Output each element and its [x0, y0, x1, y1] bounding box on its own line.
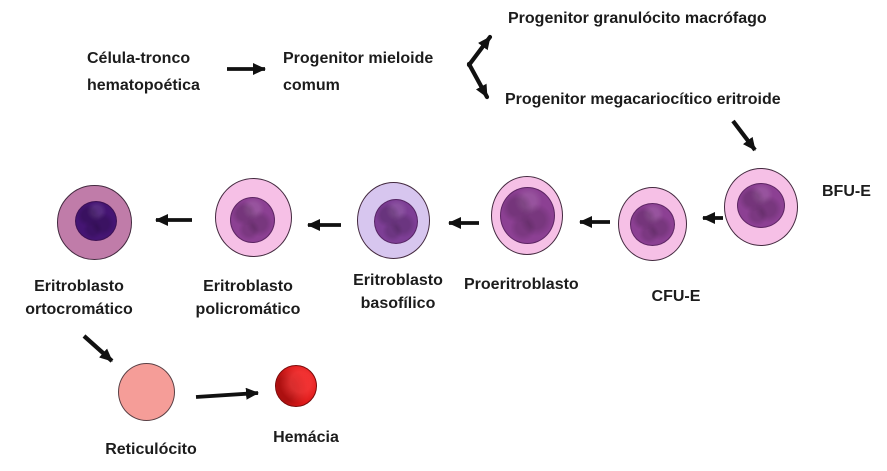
basophilic-erythroblast-nucleus: [373, 199, 418, 244]
myeloid-progenitor-label: Progenitor mieloide comum: [283, 45, 433, 99]
proerythroblast-cell: [491, 176, 563, 255]
arrow-myeloid-to-megakaryocyte: [466, 61, 490, 100]
proerythroblast-label: Proeritroblasto: [464, 276, 579, 293]
reticulocyte-label: Reticulócito: [105, 441, 197, 458]
orthochromatic-erythroblast-nucleus: [74, 200, 117, 241]
orthochromatic-erythroblast-cell: [57, 185, 132, 260]
arrow-myeloid-to-granulocyte: [466, 34, 493, 68]
polychromatic-erythroblast-label: Eritroblasto policromático: [185, 275, 311, 321]
cfu-e-label: CFU-E: [651, 288, 701, 305]
megakaryocyte-erythroid-progenitor-label: Progenitor megacariocítico eritroide: [505, 91, 781, 108]
red-blood-cell-label: Hemácia: [273, 429, 339, 446]
stem-cell-label-line1: Célula-tronco: [87, 50, 191, 67]
arrow-orthochromatic-to-reticulocyte: [82, 334, 114, 363]
basophilic-erythroblast-label: Eritroblasto basofílico: [344, 269, 452, 315]
polychromatic-erythroblast-cell: [215, 178, 292, 257]
orthochromatic-erythroblast-label-line2: ortocromático: [25, 301, 133, 318]
polychromatic-erythroblast-label-line1: Eritroblasto: [203, 278, 293, 295]
polychromatic-erythroblast-label-line2: policromático: [195, 301, 301, 318]
reticulocyte-cell: [118, 363, 175, 421]
basophilic-erythroblast-label-line2: basofílico: [360, 295, 436, 312]
red-blood-cell: [275, 365, 317, 407]
cfu-e-nucleus: [630, 202, 675, 246]
stem-cell-label: Célula-tronco hematopoética: [87, 45, 200, 99]
stem-cell-label-line2: hematopoética: [87, 77, 200, 94]
orthochromatic-erythroblast-label-line1: Eritroblasto: [34, 278, 124, 295]
cfu-e-cell: [618, 187, 687, 261]
orthochromatic-erythroblast-label: Eritroblasto ortocromático: [12, 275, 146, 321]
bfu-e-cell: [724, 168, 798, 246]
bfu-e-label: BFU-E: [822, 183, 871, 200]
arrow-reticulocyte-to-rbc: [195, 387, 259, 400]
polychromatic-erythroblast-nucleus: [230, 196, 275, 243]
basophilic-erythroblast-cell: [357, 182, 430, 259]
granulocyte-macrophage-progenitor-label: Progenitor granulócito macrófago: [508, 10, 767, 27]
bfu-e-nucleus: [737, 182, 785, 228]
arrow-megakaryocyte-to-bfue: [731, 119, 757, 152]
myeloid-progenitor-label-line2: comum: [283, 77, 340, 94]
proerythroblast-nucleus: [499, 187, 555, 244]
basophilic-erythroblast-label-line1: Eritroblasto: [353, 272, 443, 289]
myeloid-progenitor-label-line1: Progenitor mieloide: [283, 50, 434, 67]
